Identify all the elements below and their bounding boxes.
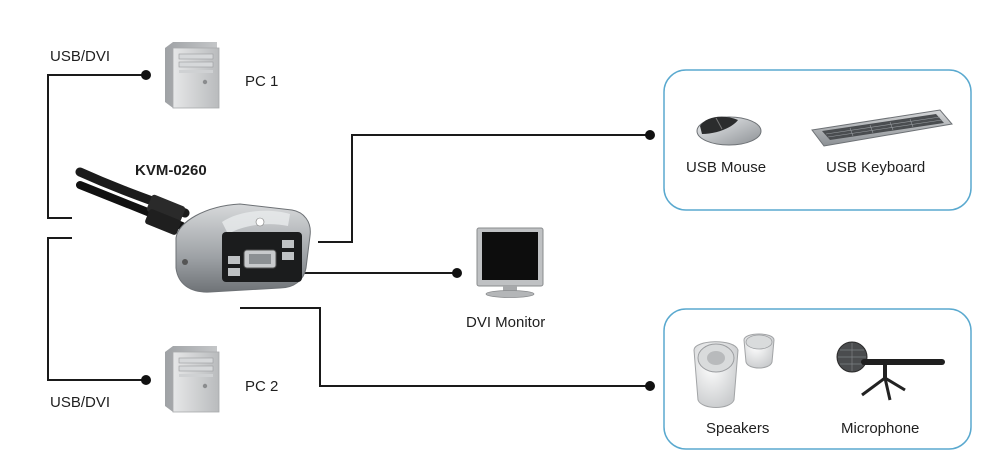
pc2-dot [141,375,151,385]
kvm-switch-icon [75,167,311,293]
connection-lines [47,74,650,387]
pc1-label: PC 1 [245,73,279,90]
pc1-dot [141,70,151,80]
monitor-dot [452,268,462,278]
input-dot [645,130,655,140]
usb-keyboard-icon [811,109,953,147]
connection-dots [141,70,655,391]
pc1-tower-icon [165,42,220,109]
pc2-cable-line [47,237,146,381]
input-devices-box [663,69,972,211]
audio-dot [645,381,655,391]
mouse-label: USB Mouse [686,159,767,176]
keyboard-label: USB Keyboard [826,159,926,176]
audio-devices-box [663,308,972,450]
dvi-monitor-icon [476,227,544,298]
usb-mouse-icon [696,116,762,146]
pc2-tower-icon [165,346,220,413]
pc1-cable-label: USB/DVI [50,48,111,65]
pc1-cable-line [47,74,146,219]
audio-line [240,307,650,387]
speakers-icon [693,333,775,408]
pc2-cable-label: USB/DVI [50,394,111,411]
microphone-icon [836,341,945,401]
speakers-label: Speakers [706,420,770,437]
microphone-label: Microphone [841,420,920,437]
pc2-label: PC 2 [245,378,279,395]
kvm-model-label: KVM-0260 [135,162,207,179]
input-line [318,134,650,243]
monitor-label: DVI Monitor [466,314,546,331]
